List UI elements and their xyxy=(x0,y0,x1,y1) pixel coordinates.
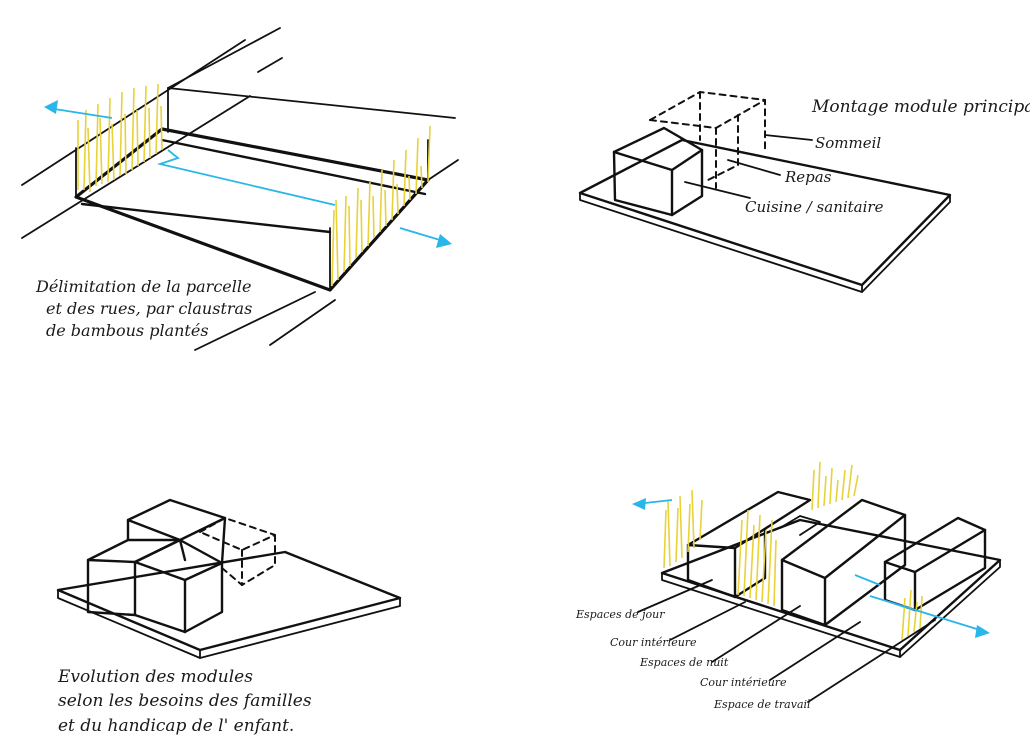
evolution-caption-line-1: Evolution des modules xyxy=(57,667,253,687)
flow-arrow xyxy=(632,498,990,638)
evolution-caption-line-3: et du handicap de l' enfant. xyxy=(58,716,294,736)
label-espace-travail: Espace de travail xyxy=(713,698,811,711)
sketch-module-evolution: Evolution des modules selon les besoins … xyxy=(56,498,402,736)
label-cour-interieure-1: Cour intérieure xyxy=(610,636,697,649)
sketch-full-plan: Espaces de jour Cour intérieure Espaces … xyxy=(575,461,1002,711)
bamboo-claustra xyxy=(77,83,431,287)
sketch-parcel-delimitation: Délimitation de la parcelle et des rues,… xyxy=(21,27,459,351)
parcel-caption-line-3: de bambous plantés xyxy=(46,321,209,340)
label-cuisine: Cuisine / sanitaire xyxy=(745,198,884,216)
parcel-caption-line-2: et des rues, par claustras xyxy=(46,299,252,318)
module-title: Montage module principal xyxy=(811,97,1030,117)
label-espaces-jour: Espaces de jour xyxy=(575,608,665,621)
bamboo-claustra xyxy=(663,461,923,641)
evolution-caption-line-2: selon les besoins des familles xyxy=(58,691,312,711)
sketch-main-module: Montage module principal Sommeil Repas C… xyxy=(578,91,1030,293)
label-sommeil: Sommeil xyxy=(815,134,881,152)
label-repas: Repas xyxy=(784,168,832,186)
label-espaces-nuit: Espaces de nuit xyxy=(639,656,729,669)
parcel-caption-line-1: Délimitation de la parcelle xyxy=(35,277,251,296)
flow-arrow xyxy=(44,100,452,248)
label-cour-interieure-2: Cour intérieure xyxy=(700,676,787,689)
